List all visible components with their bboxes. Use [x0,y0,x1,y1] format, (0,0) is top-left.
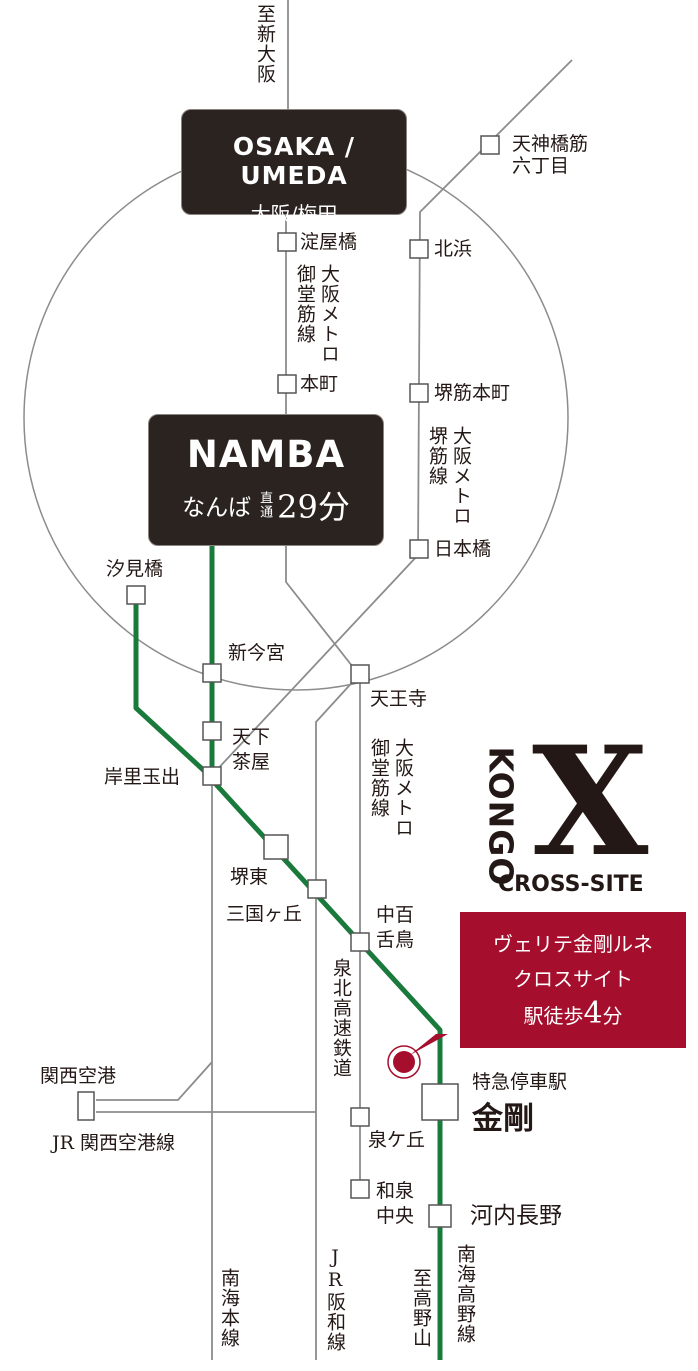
line-midosuji-operator: 大阪メトロ [318,264,340,364]
logo-sub: CROSS-SITE [498,872,644,897]
namba-subtitle: なんば [182,495,252,521]
line-sakaisuji-operator: 大阪メトロ [450,426,472,526]
namba-subline: なんば 直通 29分 [149,482,383,528]
station-tennoji: 天王寺 [370,688,428,710]
station-yodoyabashi-marker [277,232,297,252]
to-shin-osaka-label: 至新大阪 [254,4,276,84]
station-tenjinbashisuji-marker [480,135,500,155]
station-mikunigaoka: 三国ヶ丘 [226,903,303,925]
station-tennoji-marker [350,664,370,684]
station-kitahama: 北浜 [434,238,473,260]
line-jr-kansai-airport: JR 関西空港線 [52,1132,175,1154]
line-jr-hanwa: JR阪和線 [324,1246,346,1352]
station-kongo: 金剛 [472,1101,534,1137]
namba-hub: NAMBA なんば 直通 29分 [148,414,384,546]
osaka-umeda-title: OSAKA / UMEDA [232,132,356,190]
namba-direct-label: 直通 [257,491,273,519]
line-midosuji2: 御堂筋線 [368,738,390,818]
station-sakaisuji-hommachi: 堺筋本町 [434,382,511,404]
station-nipponbashi: 日本橋 [434,538,492,560]
station-kitahama-marker [409,239,429,259]
line-sakaisuji: 堺筋線 [426,426,448,486]
station-nipponbashi-marker [409,539,429,559]
station-kansai-airport: 関西空港 [40,1065,117,1087]
station-yodoyabashi: 淀屋橋 [300,231,358,253]
station-tengachaya-marker [202,721,222,741]
station-imamiya-marker [202,663,222,683]
station-kishinosato: 岸里玉出 [104,766,181,788]
station-sakaihigashi: 堺東 [230,866,269,888]
line-midosuji2-operator: 大阪メトロ [392,738,414,838]
station-nakamozu-marker [350,932,370,952]
station-tengachaya-1: 天下 [232,726,271,748]
station-kongo-express-note: 特急停車駅 [472,1071,568,1093]
line-nankai-main: 南海本線 [218,1268,240,1348]
namba-travel-time: 29分 [277,488,350,526]
to-koyasan-label: 至高野山 [410,1268,432,1348]
logo-mark: X [532,714,649,890]
station-tenjinbashisuji: 天神橋筋 六丁目 [512,133,589,177]
station-kongo-marker [421,1083,459,1121]
station-nakamozu-1: 中百 [376,904,415,926]
osaka-umeda-hub: OSAKA / UMEDA 大阪/梅田 [181,109,407,226]
line-nankai-koya: 南海高野線 [454,1244,476,1344]
shiomibashi-line [133,596,214,780]
line-semboku: 泉北高速鉄道 [330,958,352,1078]
sakaisuji-nankai-main-line [211,59,573,1360]
station-kansai-airport-marker [77,1091,95,1121]
station-kishinosato-marker [202,766,222,786]
property-location-pin [393,1051,415,1073]
station-izumichuo-marker [350,1179,370,1199]
property-location-ring [387,1045,421,1079]
station-shiomibashi: 汐見橋 [106,558,164,580]
callout-walk-label: 駅徒歩 [523,1004,584,1028]
callout-line-2: クロスサイト [513,967,633,991]
callout-walk-minutes: 4 [583,996,603,1031]
callout-walk-unit: 分 [602,1004,623,1028]
namba-title: NAMBA [186,433,346,476]
airport-link-upper [96,1061,213,1101]
station-sakaisuji-hommachi-marker [409,383,429,403]
osaka-umeda-subtitle: 大阪/梅田 [250,202,338,226]
station-izumichuo-2: 中央 [376,1205,415,1227]
callout-line-3: 駅徒歩4分 [460,996,686,1031]
callout-pointer [410,1034,448,1055]
midosuji-semboku-line [285,545,361,1190]
station-tengachaya-2: 茶屋 [232,751,271,773]
line-midosuji: 御堂筋線 [294,264,316,344]
property-callout: ヴェリテ金剛ルネ クロスサイト 駅徒歩4分 [460,912,686,1048]
station-izumigaoka: 泉ケ丘 [368,1129,426,1151]
logo-word: KONGO [481,746,521,887]
station-sakaihigashi-marker [263,834,289,860]
station-hommachi: 本町 [300,373,339,395]
jr-hanwa-line [315,675,359,1360]
nankai-koya-line [209,545,443,1360]
callout-line-1: ヴェリテ金剛ルネ [493,932,653,956]
station-izumigaoka-marker [350,1107,370,1127]
station-imamiya: 新今宮 [228,642,286,664]
station-mikunigaoka-marker [307,879,327,899]
station-kawachinagano: 河内長野 [470,1203,562,1229]
station-nakamozu-2: 舌鳥 [376,929,415,951]
station-izumichuo-1: 和泉 [376,1180,415,1202]
station-kawachinagano-marker [428,1204,452,1228]
station-shiomibashi-marker [126,585,146,605]
station-hommachi-marker [277,374,297,394]
kongo-cross-site-logo: KONGO X CROSS-SITE [482,727,654,904]
